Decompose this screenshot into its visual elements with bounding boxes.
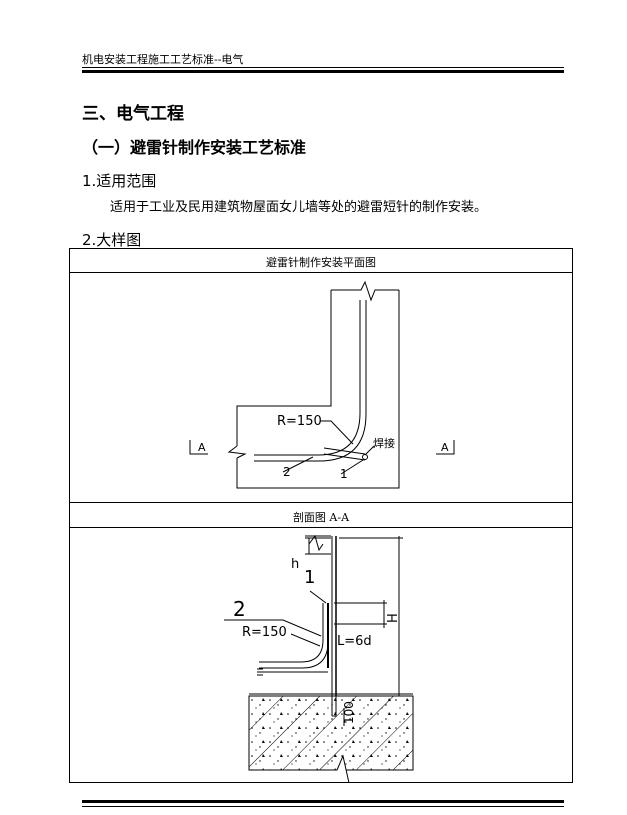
plan-wall-outline bbox=[236, 290, 400, 489]
scope-heading: 1.适用范围 bbox=[82, 172, 157, 190]
plan-weld-label: 焊接 bbox=[373, 436, 395, 450]
plan-cut-label-right: A bbox=[441, 441, 449, 454]
plan-rod-inner bbox=[254, 300, 367, 462]
section-height-label: H bbox=[386, 613, 401, 623]
section-break-top bbox=[305, 534, 331, 552]
plan-break-left bbox=[227, 445, 247, 459]
section-heading: 三、电气工程 bbox=[82, 104, 184, 124]
plan-weld-point bbox=[362, 454, 368, 460]
header-rule-thick bbox=[82, 70, 564, 73]
section-rod-inner bbox=[259, 603, 329, 669]
drawing-frame bbox=[69, 248, 573, 783]
plan-part2-leader bbox=[282, 456, 314, 473]
detail-drawing: R=150 焊接 1 2 A A bbox=[189, 280, 455, 783]
section-part1-label: 1 bbox=[304, 567, 315, 588]
section-depth-label: 100 bbox=[342, 701, 356, 724]
plan-radius-leader bbox=[320, 420, 354, 445]
plan-cut-label-left: A bbox=[198, 441, 206, 454]
frame-divider-lower bbox=[69, 527, 573, 528]
section-dim-h bbox=[305, 537, 331, 555]
header-rule-thin bbox=[82, 67, 564, 68]
frame-divider-mid bbox=[69, 502, 573, 503]
section-part2-label: 2 bbox=[233, 597, 246, 621]
footer-rule-thick bbox=[82, 800, 564, 803]
section-view bbox=[224, 534, 414, 783]
section-break-bottom bbox=[336, 754, 350, 783]
section-length-label: L=6d bbox=[337, 634, 372, 649]
scope-paragraph: 适用于工业及民用建筑物屋面女儿墙等处的避雷短针的制作安装。 bbox=[110, 200, 488, 215]
plan-weld-leader bbox=[364, 445, 375, 456]
section-view-caption: 剖面图 A-A bbox=[292, 511, 350, 524]
footer-rule-thin bbox=[82, 806, 564, 807]
section-radius-leader bbox=[290, 633, 321, 647]
frame-divider-top bbox=[69, 272, 573, 273]
plan-part1-leader bbox=[340, 459, 364, 475]
plan-cut-mark-right bbox=[436, 440, 455, 455]
plan-view-caption: 避雷针制作安装平面图 bbox=[266, 256, 376, 269]
section-part2-leader bbox=[224, 619, 322, 637]
section-slab-aggregate bbox=[249, 696, 413, 770]
plan-radius-label: R=150 bbox=[277, 414, 322, 429]
detail-drawing-heading: 2.大样图 bbox=[82, 231, 142, 249]
page-header-title: 机电安装工程施工工艺标准--电气 bbox=[82, 53, 244, 66]
plan-break-top bbox=[331, 280, 399, 302]
plan-pin bbox=[323, 447, 366, 461]
section-dim-H bbox=[339, 536, 413, 696]
plan-cut-mark-left bbox=[189, 440, 208, 455]
subsection-heading: （一）避雷针制作安装工艺标准 bbox=[82, 138, 307, 157]
plan-part2-label: 2 bbox=[283, 465, 291, 479]
section-h-label: h bbox=[291, 557, 299, 572]
section-part1-leader bbox=[309, 590, 327, 604]
section-rod-outer bbox=[259, 603, 324, 663]
section-radius-label: R=150 bbox=[242, 625, 287, 640]
plan-view bbox=[189, 280, 455, 489]
section-dim-L bbox=[334, 600, 387, 628]
plan-rod-outer bbox=[254, 300, 361, 456]
plan-part1-label: 1 bbox=[340, 467, 348, 481]
